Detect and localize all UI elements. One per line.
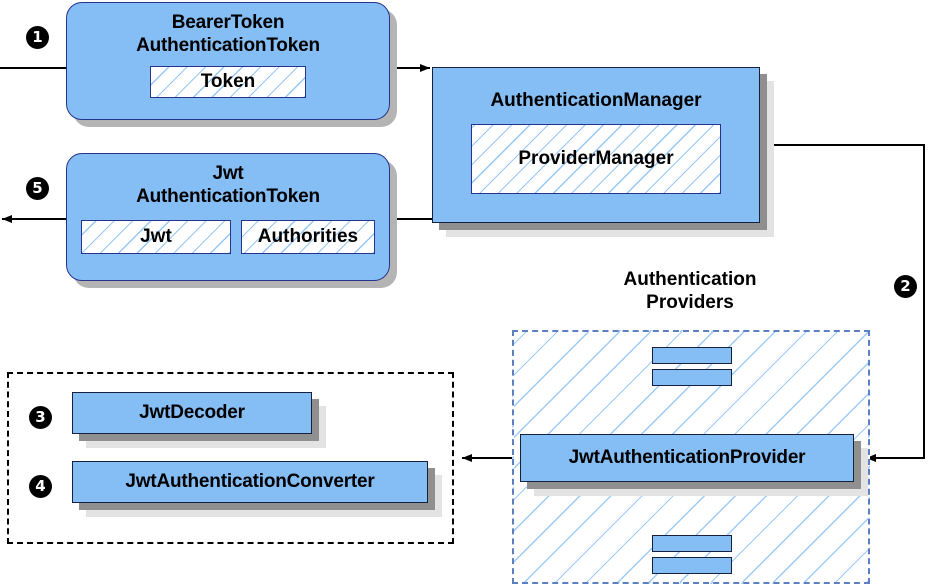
step-marker-3-label: 3 xyxy=(35,408,46,426)
authorities-slot[interactable]: Authorities xyxy=(240,220,375,254)
jwt-slot-label: Jwt xyxy=(140,226,172,247)
authentication-providers-caption-line2: Providers xyxy=(646,292,734,313)
token-slot[interactable]: Token xyxy=(150,66,306,98)
token-slot-label: Token xyxy=(200,71,256,92)
jwt-token-title-line2: AuthenticationToken xyxy=(136,186,320,207)
authentication-manager-title: AuthenticationManager xyxy=(490,90,702,111)
bearer-token-title-line2: AuthenticationToken xyxy=(136,35,320,56)
bearer-token-slot-row: Token xyxy=(67,66,389,98)
step-marker-2-label: 2 xyxy=(900,277,911,295)
step-marker-5: 5 xyxy=(26,177,49,200)
jwt-authentication-converter-node[interactable]: JwtAuthenticationConverter xyxy=(72,461,428,503)
provider-stub-bottom-1 xyxy=(652,535,732,552)
step-marker-4: 4 xyxy=(29,475,52,498)
step-marker-3: 3 xyxy=(29,406,52,429)
jwt-support-container xyxy=(7,372,454,544)
jwt-authentication-converter-label: JwtAuthenticationConverter xyxy=(125,471,375,492)
provider-stub-top-2 xyxy=(652,369,732,386)
provider-manager-label: ProviderManager xyxy=(518,148,674,169)
step-marker-1-label: 1 xyxy=(32,28,43,46)
jwt-token-slot-row: Jwt Authorities xyxy=(67,220,389,254)
jwt-decoder-label: JwtDecoder xyxy=(139,402,245,423)
jwt-token-title: Jwt AuthenticationToken xyxy=(67,162,389,208)
provider-stub-bottom-2 xyxy=(652,557,732,574)
authorities-slot-label: Authorities xyxy=(257,226,359,247)
bearer-token-title-line1: BearerToken xyxy=(171,12,285,33)
step-marker-4-label: 4 xyxy=(35,477,46,495)
jwt-authentication-provider-node[interactable]: JwtAuthenticationProvider xyxy=(520,434,854,482)
bearer-token-authentication-token-node[interactable]: BearerToken AuthenticationToken Token xyxy=(66,2,390,120)
connector-manager-to-provider xyxy=(760,144,925,462)
provider-stub-top-1 xyxy=(652,347,732,364)
jwt-authentication-token-node[interactable]: Jwt AuthenticationToken Jwt Authorities xyxy=(66,153,390,281)
step-marker-2: 2 xyxy=(894,275,917,298)
jwt-token-title-line1: Jwt xyxy=(212,163,244,184)
jwt-authentication-provider-label: JwtAuthenticationProvider xyxy=(568,447,806,468)
jwt-decoder-node[interactable]: JwtDecoder xyxy=(72,392,312,434)
step-marker-5-label: 5 xyxy=(32,179,43,197)
jwt-slot[interactable]: Jwt xyxy=(81,220,231,254)
authentication-manager-slot-row: ProviderManager xyxy=(433,124,759,194)
authentication-manager-node[interactable]: AuthenticationManager ProviderManager xyxy=(432,67,760,223)
step-marker-1: 1 xyxy=(26,26,49,49)
bearer-token-title: BearerToken AuthenticationToken xyxy=(67,11,389,57)
authentication-providers-caption: Authentication Providers xyxy=(560,268,820,314)
authentication-providers-caption-line1: Authentication xyxy=(623,269,757,290)
provider-manager-slot[interactable]: ProviderManager xyxy=(471,124,721,194)
